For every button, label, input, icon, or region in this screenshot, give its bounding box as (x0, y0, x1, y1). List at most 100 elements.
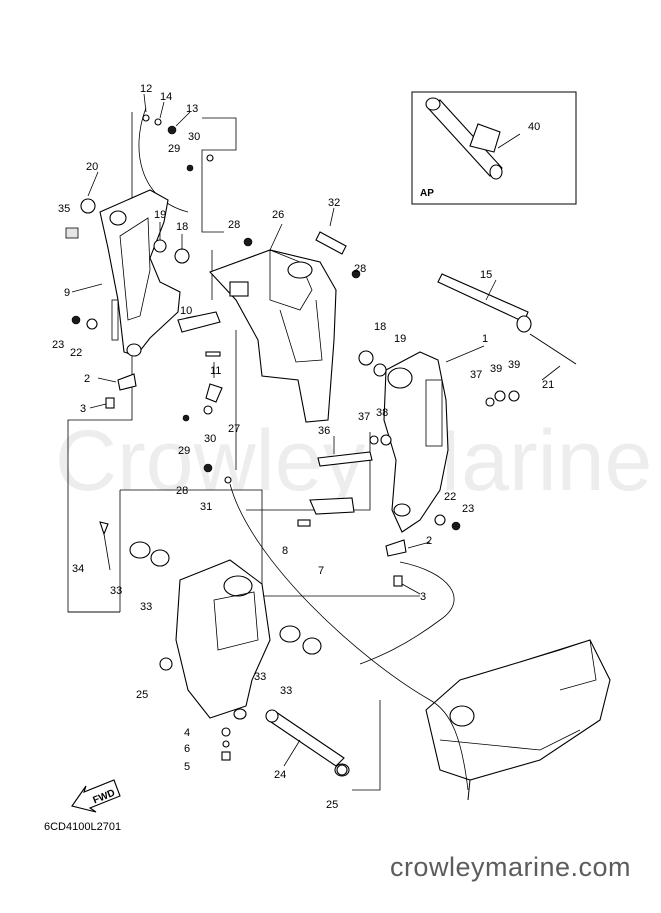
left-clamp-bracket (99, 189, 181, 357)
callout-24: 24 (274, 769, 286, 781)
tilt-shaft (437, 273, 577, 365)
plate-7 (309, 497, 355, 515)
clamp-30-upper (206, 154, 214, 162)
bushing-18-right (358, 350, 374, 366)
callout-9: 9 (64, 287, 70, 299)
bolt-3-left (105, 397, 115, 409)
cap-25-right (336, 764, 348, 776)
ground-wire-12 (142, 114, 150, 122)
steering-bracket-assembly (175, 559, 271, 720)
callout-10: 10 (180, 305, 192, 317)
callout-3-right: 3 (420, 591, 426, 603)
callout-8: 8 (282, 545, 288, 557)
bolt-3-right (393, 575, 403, 587)
callout-27: 27 (228, 423, 240, 435)
inset-label: AP (420, 188, 434, 199)
callout-20: 20 (86, 161, 98, 173)
screw-29-lower (182, 414, 190, 422)
callout-33-b: 33 (140, 601, 152, 613)
washer-6 (222, 740, 230, 748)
callout-19-right: 19 (394, 333, 406, 345)
bolt-13 (167, 125, 177, 135)
washer-22-left (86, 318, 98, 330)
plate-2-right (385, 539, 407, 557)
callout-29-lower: 29 (178, 445, 190, 457)
callout-14: 14 (160, 91, 172, 103)
callout-11: 11 (210, 365, 221, 377)
ground-cables (229, 483, 469, 791)
cap-25-left (159, 657, 173, 671)
inset-box-ap: AP (411, 91, 577, 205)
callout-33-a: 33 (110, 585, 122, 597)
callout-29-upper: 29 (168, 143, 180, 155)
callout-18-right: 18 (374, 321, 386, 333)
bolt-11 (205, 351, 221, 357)
plate-10 (177, 311, 221, 333)
washer-37-right (485, 397, 495, 407)
bushing-18 (174, 248, 190, 264)
callout-7: 7 (318, 565, 324, 577)
right-clamp-bracket (383, 351, 449, 533)
nut-23-right (451, 521, 461, 531)
plate-2-left (117, 373, 137, 391)
label-35 (65, 227, 79, 239)
clamp-27 (205, 383, 223, 403)
callout-22-right: 22 (444, 491, 456, 503)
footer-url[interactable]: crowleymarine.com (389, 852, 631, 882)
callout-1: 1 (482, 333, 488, 345)
callout-12: 12 (140, 83, 152, 95)
callout-39-a: 39 (490, 363, 502, 375)
swivel-bracket (209, 249, 337, 423)
callout-34: 34 (72, 563, 84, 575)
washer-38 (380, 434, 392, 446)
screw-29-upper (186, 164, 194, 172)
callout-31: 31 (200, 501, 212, 513)
callout-19-left: 19 (154, 209, 166, 221)
nut-5 (221, 751, 231, 761)
callout-25-right: 25 (326, 799, 338, 811)
small-hardware (65, 114, 520, 776)
nut-39-b (508, 390, 520, 402)
bushings (129, 541, 322, 655)
callout-37-mid: 37 (358, 411, 370, 423)
callout-39-b: 39 (508, 359, 520, 371)
callout-32: 32 (328, 197, 340, 209)
callout-30-upper: 30 (188, 131, 200, 143)
grease-nipple-20 (80, 198, 96, 214)
bolt-4 (221, 727, 231, 737)
callout-2-left: 2 (84, 373, 90, 385)
nut-23-left (71, 315, 81, 325)
bolt-8 (297, 519, 311, 527)
callout-36: 36 (318, 425, 330, 437)
callout-15: 15 (480, 269, 492, 281)
callout-2-right: 2 (426, 535, 432, 547)
pin-24 (265, 709, 350, 777)
callout-22-left: 22 (70, 347, 82, 359)
callout-30-lower: 30 (204, 433, 216, 445)
callout-13: 13 (186, 103, 198, 115)
callout-28-upper: 28 (228, 219, 240, 231)
callout-37-right: 37 (470, 369, 482, 381)
callout-leaders (71, 93, 561, 767)
bolt-36 (317, 451, 373, 467)
pin-32 (315, 231, 347, 255)
callout-numbers: 12 14 13 30 29 20 35 19 18 28 26 32 28 9… (52, 83, 554, 811)
callout-3-left: 3 (80, 403, 86, 415)
grease-nipple-28-bottom (203, 463, 213, 473)
callout-23-left: 23 (52, 339, 64, 351)
callout-23-right: 23 (462, 503, 474, 515)
washer-19-right (373, 363, 387, 377)
callout-21: 21 (542, 379, 554, 391)
grease-nipple-28-left (243, 237, 253, 247)
grease-nipple-28-top (351, 269, 361, 279)
washer-14 (154, 118, 162, 126)
callout-5: 5 (184, 761, 190, 773)
callout-28-lower: 28 (176, 485, 188, 497)
callout-38: 38 (376, 407, 388, 419)
callout-35: 35 (58, 203, 70, 215)
circlip-34 (99, 521, 109, 536)
callout-25-left: 25 (136, 689, 148, 701)
callout-18-left: 18 (176, 221, 188, 233)
